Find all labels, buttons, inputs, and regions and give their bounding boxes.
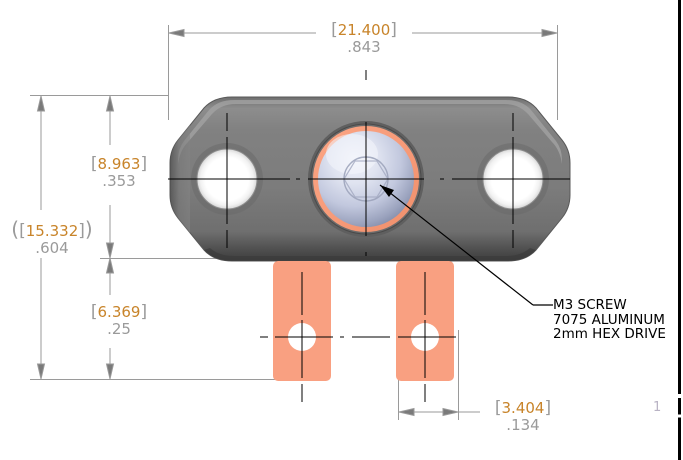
dimline-overall-height <box>36 95 46 380</box>
dimension-tab-gap: [3.404] .134 <box>480 400 566 433</box>
dimline-tab-length <box>105 257 115 380</box>
sheet-border <box>677 0 683 460</box>
dimension-tab-gap-inch: .134 <box>506 416 540 434</box>
screw-callout-line-1: M3 SCREW <box>553 297 627 313</box>
dimension-hole-center-height-inch: .353 <box>102 172 136 190</box>
sheet-number: 1 <box>653 400 662 415</box>
screw-callout-leader <box>379 184 553 306</box>
dimension-tab-length-metric: [6.369] <box>90 302 148 322</box>
dimension-overall-width-metric: [21.400] <box>331 20 397 40</box>
screw-callout-note: M3 SCREW 7075 ALUMINUM 2mm HEX DRIVE <box>553 298 666 342</box>
dimension-tab-length-inch: .25 <box>107 320 131 338</box>
dimension-overall-height: ([15.332]) .604 <box>0 219 104 256</box>
dimension-overall-width: [21.400] .843 <box>316 22 412 55</box>
dimline-hole-center-height <box>105 95 115 259</box>
screw-callout-line-2: 7075 ALUMINUM <box>553 311 665 328</box>
centerlines <box>168 70 570 402</box>
dimension-overall-height-metric: ([15.332]) <box>11 217 93 241</box>
dimension-tab-gap-metric: [3.404] <box>494 398 552 418</box>
dimension-hole-center-height-metric: [8.963] <box>90 154 148 174</box>
dimension-overall-height-inch: .604 <box>35 239 69 257</box>
dimline-overall-width <box>168 28 558 38</box>
dimension-hole-center-height: [8.963] .353 <box>74 156 164 189</box>
dimension-overall-width-inch: .843 <box>347 38 381 56</box>
dimension-lines <box>36 28 558 417</box>
dimline-tab-gap <box>398 407 480 417</box>
screw-callout-line-3: 2mm HEX DRIVE <box>553 326 666 342</box>
dimension-tab-length: [6.369] .25 <box>74 304 164 337</box>
